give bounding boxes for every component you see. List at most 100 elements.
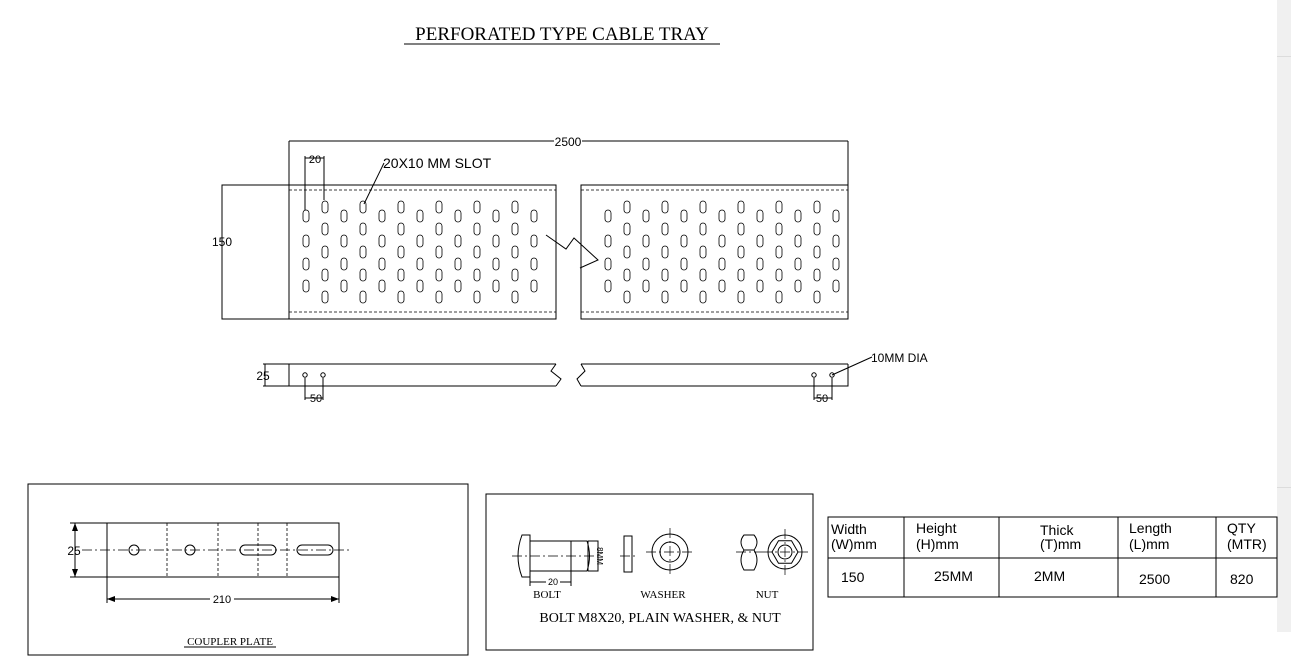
perforation-slot [530,234,538,248]
perforation-slot [321,268,329,282]
washer-label: WASHER [640,589,686,601]
tray-left-segment [288,184,557,320]
perforation-slot [699,222,707,236]
arrowhead [72,569,78,577]
mounting-hole [320,372,326,378]
hardware-caption: BOLT M8X20, PLAIN WASHER, & NUT [539,611,781,626]
perforation-slot [511,268,519,282]
length-dimension-label: 2500 [555,135,582,149]
hole-pitch-left-label: 50 [310,393,322,405]
perforation-slot [794,279,802,293]
scrollbar-track[interactable] [1277,0,1291,632]
slot-label: 20X10 MM SLOT [383,155,492,171]
perforation-slot [416,209,424,223]
perforation-slot [813,200,821,214]
perforation-slot [397,245,405,259]
coupler-slot [296,544,334,556]
perforation-slot [397,200,405,214]
perforation-slot [359,245,367,259]
perforation-slot [359,268,367,282]
perforation-slot [775,245,783,259]
table-cell-qty: 820 [1230,571,1254,587]
perforation-slot [813,245,821,259]
perforation-slot [623,222,631,236]
washer-side [623,535,633,573]
table-header-thick: Thick [1040,522,1074,538]
mounting-hole [829,372,835,378]
perforation-slot [794,257,802,271]
side-left-segment [288,363,556,387]
perforation-slot [492,257,500,271]
perforation-slot [473,290,481,304]
perforation-slot [378,209,386,223]
perforation-slot [378,234,386,248]
perforation-slot [680,234,688,248]
perforation-slot [642,234,650,248]
bolt-label: BOLT [533,589,561,601]
perforation-slot [530,209,538,223]
perforation-slot [473,245,481,259]
perforation-slot [378,257,386,271]
perforation-slot [775,268,783,282]
perforation-slot [604,257,612,271]
perforation-slot [756,234,764,248]
perforation-slot [623,245,631,259]
table-header-length-unit: (L)mm [1129,536,1169,552]
top-view: 2500 150 20 20X10 MM SLOT [212,135,849,320]
table-header-length: Length [1129,520,1172,536]
spec-table: Width (W)mm Height (H)mm Thick (T)mm Len… [827,516,1278,598]
table-cell-thick: 2MM [1034,568,1065,584]
slot-leader [363,162,385,205]
perforation-slot [397,290,405,304]
perforation-slot [699,245,707,259]
perforation-slot [661,290,669,304]
perforation-slot [416,257,424,271]
perforation-slot [397,222,405,236]
perforation-slot [832,257,840,271]
perforation-slot [623,268,631,282]
break-mark [550,363,562,387]
perforation-slot [359,200,367,214]
perforation-slot [699,200,707,214]
perforation-slot [511,245,519,259]
perforation-slot [340,234,348,248]
mounting-hole [811,372,817,378]
perforation-slot [680,257,688,271]
perforation-slot [813,222,821,236]
table-cell-width: 150 [841,569,865,585]
perforation-slot [756,279,764,293]
perforation-slot [756,209,764,223]
coupler-frame [27,483,469,656]
hardware-frame [485,493,814,651]
perforation-slot [661,268,669,282]
dimension-box [587,540,599,572]
perforation-slot [775,290,783,304]
nut-side-top [740,534,758,551]
perforation-slot [623,290,631,304]
pitch-dimension-label: 20 [309,154,321,166]
perforation-slot [737,200,745,214]
tray-right-segment [580,184,849,320]
perforation-slot [775,222,783,236]
perforation-slot [530,257,538,271]
hole-dia-label: 10MM DIA [871,351,928,365]
perforation-slot [756,257,764,271]
coupler-slot [239,544,277,556]
perforation-slot [511,200,519,214]
perforation-slot [321,222,329,236]
table-header-qty-unit: (MTR) [1227,536,1267,552]
perforation-slot [718,257,726,271]
perforation-slot [302,234,310,248]
side-right-bottom [581,364,849,387]
label-mask [210,593,234,605]
table-header-height-unit: (H)mm [916,536,959,552]
table-header-width-unit: (W)mm [831,536,877,552]
perforation-slot [473,268,481,282]
perforation-slot [737,222,745,236]
perforation-slot [321,200,329,214]
perforation-slot [680,209,688,223]
perforation-slot [397,268,405,282]
perforation-slot [435,290,443,304]
nut-label: NUT [756,589,779,601]
hardware-panel: 8MM 20 BOLT WASHER NUT BOLT M8X20, PLAIN… [485,493,814,651]
